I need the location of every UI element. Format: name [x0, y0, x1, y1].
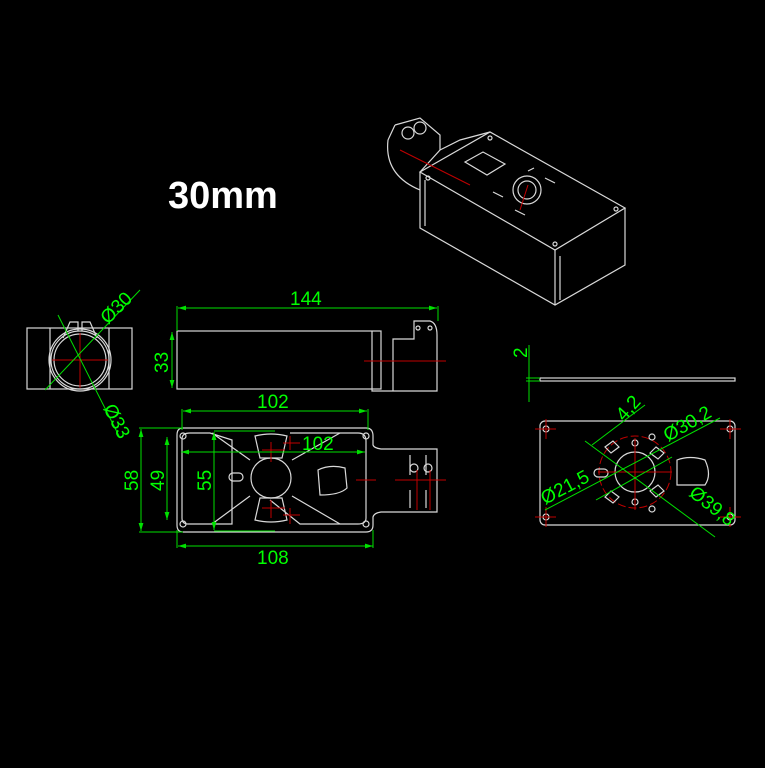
drawing-title: 30mm: [168, 175, 278, 217]
plate-view: 2 4,2 Ø30,2 Ø21,5 Ø39,8: [511, 345, 741, 538]
dim-top-width-top: 102: [257, 392, 289, 413]
dim-top-width-inner: 102: [302, 434, 334, 455]
dim-plate-dia-c: Ø39,8: [685, 482, 739, 530]
end-view: Ø30 Ø33: [26, 288, 141, 443]
dim-top-width-bottom: 108: [257, 548, 289, 569]
dim-end-dia-outer: Ø33: [99, 401, 134, 443]
dim-end-dia-inner: Ø30: [97, 288, 137, 328]
top-view: 102 102 108 58 49 55: [122, 392, 446, 569]
dim-plate-dia-b: Ø21,5: [537, 467, 593, 510]
dim-top-height-hole: 49: [148, 470, 169, 491]
isometric-view: [387, 117, 627, 306]
side-view: 144 33: [152, 289, 446, 392]
dim-plate-thickness: 2: [511, 347, 532, 358]
dim-side-height: 33: [152, 352, 173, 373]
dim-plate-dia-a: Ø30,2: [660, 402, 715, 446]
dim-top-height-inner: 55: [195, 470, 216, 491]
dim-side-length: 144: [290, 289, 322, 310]
dim-plate-slot-width: 4,2: [612, 392, 645, 426]
dim-top-height-outer: 58: [122, 470, 143, 491]
